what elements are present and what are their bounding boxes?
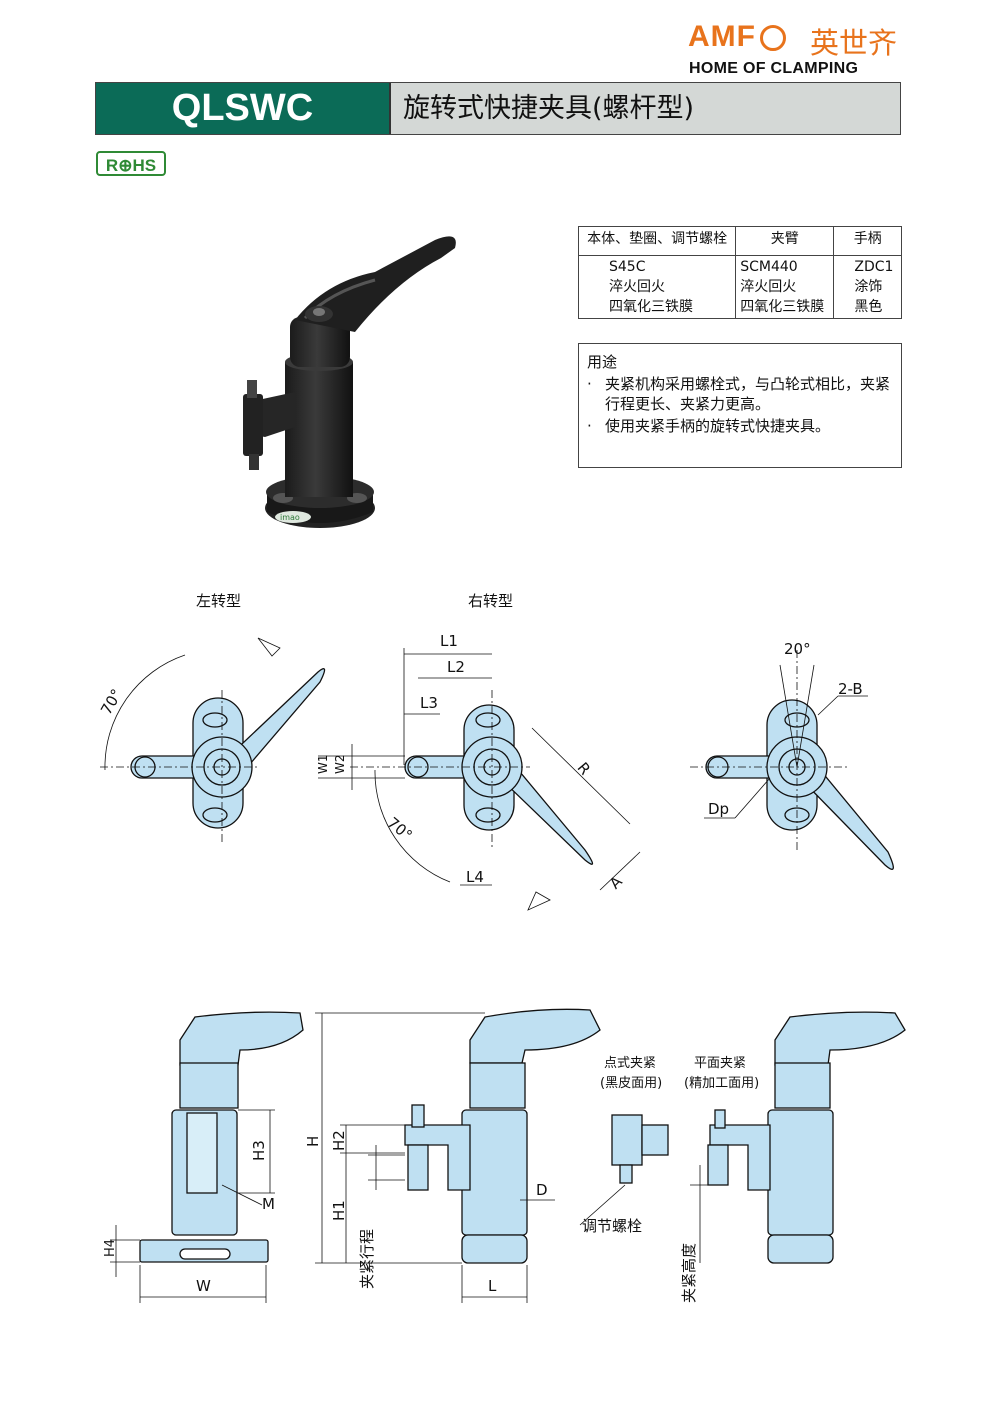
handle-third [799,758,894,870]
handle-left [224,668,326,780]
angle-20-label: 20° [784,640,811,658]
adjust-bolt-label: 调节螺栓 [582,1217,642,1235]
table-row: S45C 淬火回火 四氧化三铁膜 SCM440 淬火回火 四氧化三铁膜 ZDC1… [577,255,902,319]
base-side-2 [461,1234,528,1264]
dim-l: L [488,1277,497,1295]
model-code: QLSWC [96,83,391,134]
clamp-height-label: 夹紧高度 [680,1243,698,1303]
usage-text: 使用夹紧手柄的旋转式快捷夹具。 [605,417,831,435]
flat-clamp-label: 平面夹紧 [694,1056,746,1071]
point-clamp-sub: (黑皮面用) [600,1076,662,1091]
handle-side-2 [469,1008,601,1064]
usage-text: 夹紧机构采用螺栓式，与凸轮式相比，夹紧行程更长、夹紧力更高。 [605,375,891,413]
base-side-3 [767,1234,834,1264]
usage-item: ·夹紧机构采用螺栓式，与凸轮式相比，夹紧行程更长、夹紧力更高。 [587,374,893,414]
dim-h3: H3 [250,1140,268,1161]
dim-h2: H2 [330,1130,348,1151]
cell-line: 淬火回火 [740,279,797,295]
cell-line: 四氧化三铁膜 [740,299,825,315]
table-cell: S45C 淬火回火 四氧化三铁膜 [577,255,737,319]
top-view-drawings: 70° 70° 20° L1 L2 L3 L4 W1 W2 R A 2-B Dp [97,632,894,911]
materials-table: 本体、垫圈、调节螺栓 夹臂 手柄 S45C 淬火回火 四氧化三铁膜 SCM440… [577,226,902,319]
dim-l1: L1 [440,632,458,650]
table-header: 夹臂 [735,226,835,256]
dim-l4: L4 [466,868,484,886]
cell-line: 黑色 [854,299,883,315]
rohs-badge: R⊕HS [96,151,166,176]
dim-w: W [196,1277,211,1295]
side-view-drawings: W H4 H3 M H H2 H1 夹紧行程 D L 点式夹紧 (黑皮面用) 平… [103,1008,906,1303]
logo-tagline: HOME OF CLAMPING [689,60,859,77]
table-cell: ZDC1 涂饰 黑色 [833,255,902,319]
title-bar: QLSWC 旋转式快捷夹具(螺杆型) [95,82,901,135]
table-header-row: 本体、垫圈、调节螺栓 夹臂 手柄 [577,226,902,256]
body-side-3 [767,1109,834,1236]
angle-70-left: 70° [97,686,126,718]
cell-line: SCM440 [740,259,798,275]
angle-70-right: 70° [384,814,416,845]
handle-right [499,758,594,865]
handle-side-3 [774,1011,906,1066]
dim-h1: H1 [330,1200,348,1221]
dim-r: R [574,759,594,779]
dim-h4: H4 [103,1239,118,1257]
table-header: 本体、垫圈、调节螺栓 [577,226,737,256]
cell-line: 涂饰 [854,279,883,295]
point-clamp-label: 点式夹紧 [604,1056,656,1071]
cell-line: 淬火回火 [609,279,665,295]
table-cell: SCM440 淬火回火 四氧化三铁膜 [735,255,835,319]
handle-side-1 [179,1011,304,1066]
dim-l2: L2 [447,658,465,676]
dim-m: M [262,1195,275,1213]
usage-box: 用途 ·夹紧机构采用螺栓式，与凸轮式相比，夹紧行程更长、夹紧力更高。 ·使用夹紧… [578,343,902,468]
flat-clamp-sub: (精加工面用) [684,1076,759,1091]
amf-logo: AMF [688,20,786,54]
product-name: 旋转式快捷夹具(螺杆型) [391,83,900,134]
cell-line: 四氧化三铁膜 [609,299,693,315]
body-side-2 [461,1109,528,1236]
stroke-label: 夹紧行程 [358,1229,376,1289]
imao-badge-text: imao [280,513,300,522]
usage-title: 用途 [587,353,618,371]
usage-item: ·使用夹紧手柄的旋转式快捷夹具。 [587,417,831,435]
table-header: 手柄 [833,226,902,256]
cell-line: S45C [609,259,646,275]
dim-d: D [536,1181,548,1199]
logo-chinese-name: 英世齐 [810,26,898,60]
product-photo: imao [243,236,456,528]
dim-w2: W2 [333,755,347,775]
cell-line: ZDC1 [854,259,894,275]
dim-h: H [304,1136,322,1147]
dim-2b: 2-B [838,680,863,698]
dim-l3: L3 [420,694,438,712]
left-turn-label: 左转型 [196,592,242,610]
dim-w1: W1 [316,755,330,775]
right-turn-label: 右转型 [468,592,514,610]
dim-dp: Dp [708,800,729,818]
